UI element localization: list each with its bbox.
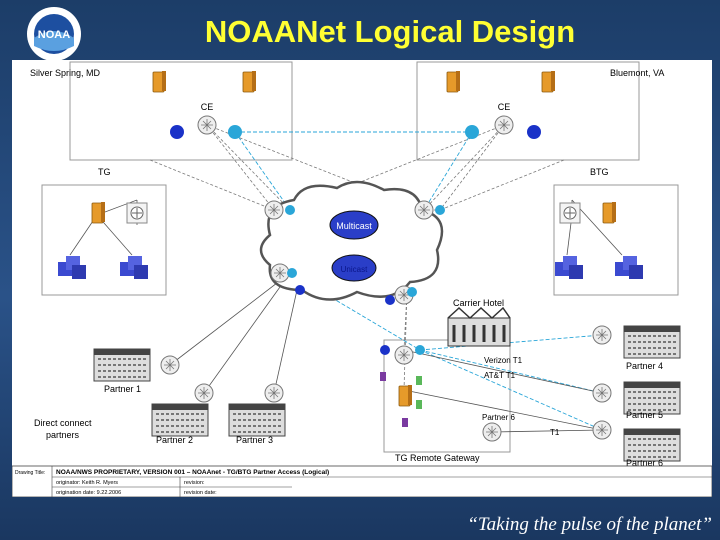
router-icon — [264, 383, 284, 403]
drawing-title-block: Drawing Title: NOAA/NWS PROPRIETARY, VER… — [11, 465, 713, 498]
partner-building-icon — [93, 348, 151, 382]
partner5-label: Partner 5 — [626, 410, 663, 420]
router-icon — [592, 420, 612, 440]
router-icon — [414, 200, 434, 220]
network-diagram: Multicast Unicast CE CE Silver Spring, M… — [11, 61, 713, 498]
revision-date: revision date: — [184, 490, 217, 496]
firewall-icon — [242, 70, 257, 93]
site-left-label: Silver Spring, MD — [30, 68, 101, 78]
router-icon — [592, 325, 612, 345]
partner-building-icon — [151, 403, 209, 437]
router-icon — [197, 115, 217, 135]
drawing-title-field: Drawing Title: — [15, 470, 45, 476]
remote-gateway-box — [383, 339, 511, 453]
firewall-icon — [446, 70, 461, 93]
origination-date: origination date: 9.22.2006 — [56, 490, 121, 496]
node-cyan-icon — [285, 205, 295, 215]
router-icon — [482, 422, 502, 442]
router-icon — [194, 383, 214, 403]
carrier-hotel-label: Carrier Hotel — [453, 298, 504, 308]
node-cyan-icon — [465, 125, 479, 139]
partner1-label: Partner 1 — [104, 384, 141, 394]
firewall-icon — [398, 384, 413, 407]
partner-building-icon — [623, 325, 681, 359]
router-icon — [494, 115, 514, 135]
unicast-cloud — [331, 254, 377, 282]
tagline: “Taking the pulse of the planet” — [467, 514, 712, 535]
node-cyan-icon — [287, 268, 297, 278]
firewall-icon — [541, 70, 556, 93]
firewall-icon — [152, 70, 167, 93]
t1-link-label: T1 — [550, 428, 560, 437]
node-cyan-icon — [228, 125, 242, 139]
switch-icon — [559, 202, 581, 224]
node-blue-icon — [295, 285, 305, 295]
node-blue-icon — [527, 125, 541, 139]
interface-icon — [402, 418, 408, 427]
revision: revision: — [184, 480, 205, 486]
btg-label: BTG — [590, 167, 609, 177]
multicast-label: Multicast — [336, 221, 372, 231]
unicast-label: Unicast — [341, 265, 368, 274]
logo-text: NOAA — [38, 29, 70, 41]
partner6-label: Partner 6 — [626, 458, 663, 468]
node-cyan-icon — [435, 205, 445, 215]
originator: originator: Keith R. Myers — [56, 480, 118, 486]
server-cluster-icon — [120, 256, 148, 279]
silver-spring-box — [69, 61, 293, 161]
partner-building-icon — [228, 403, 286, 437]
carrier-hotel-icon — [447, 306, 511, 347]
router-icon — [160, 355, 180, 375]
partner4-label: Partner 4 — [626, 361, 663, 371]
node-cyan-icon — [415, 345, 425, 355]
partner2-label: Partner 2 — [156, 435, 193, 445]
verizon-link-label: Verizon T1 — [484, 356, 523, 365]
router-icon — [270, 263, 290, 283]
noaa-logo: NOAA — [27, 7, 81, 61]
partner6-link-label: Partner 6 — [482, 413, 515, 422]
btg-box — [553, 184, 679, 296]
slide-title: NOAANet Logical Design — [204, 14, 576, 49]
partner3-label: Partner 3 — [236, 435, 273, 445]
server-cluster-icon — [58, 256, 86, 279]
interface-icon — [416, 400, 422, 409]
firewall-icon — [91, 201, 106, 224]
node-blue-icon — [170, 125, 184, 139]
ce-left-label: CE — [201, 102, 214, 112]
ce-right-label: CE — [498, 102, 511, 112]
direct-connect-label: Direct connect — [34, 418, 92, 428]
att-link-label: AT&T T1 — [484, 371, 516, 380]
diagram-sheet: Multicast Unicast CE CE Silver Spring, M… — [11, 60, 713, 498]
node-blue-icon — [385, 295, 395, 305]
firewall-icon — [602, 201, 617, 224]
node-blue-icon — [380, 345, 390, 355]
interface-icon — [380, 372, 386, 381]
router-icon — [592, 383, 612, 403]
interface-icon — [416, 376, 422, 385]
router-icon — [394, 345, 414, 365]
switch-icon — [126, 202, 148, 224]
site-right-label: Bluemont, VA — [610, 68, 664, 78]
direct-connect-label-2: partners — [46, 430, 80, 440]
server-cluster-icon — [615, 256, 643, 279]
server-cluster-icon — [555, 256, 583, 279]
multicast-cloud — [329, 210, 379, 240]
partner-building-icon — [623, 428, 681, 462]
router-icon — [264, 200, 284, 220]
node-cyan-icon — [407, 287, 417, 297]
bluemont-box — [416, 61, 640, 161]
drawing-title: NOAA/NWS PROPRIETARY, VERSION 001 – NOAA… — [56, 469, 329, 476]
tg-box — [41, 184, 167, 296]
remote-gateway-label: TG Remote Gateway — [395, 453, 480, 463]
wan-cloud — [259, 180, 444, 301]
tg-label: TG — [98, 167, 111, 177]
